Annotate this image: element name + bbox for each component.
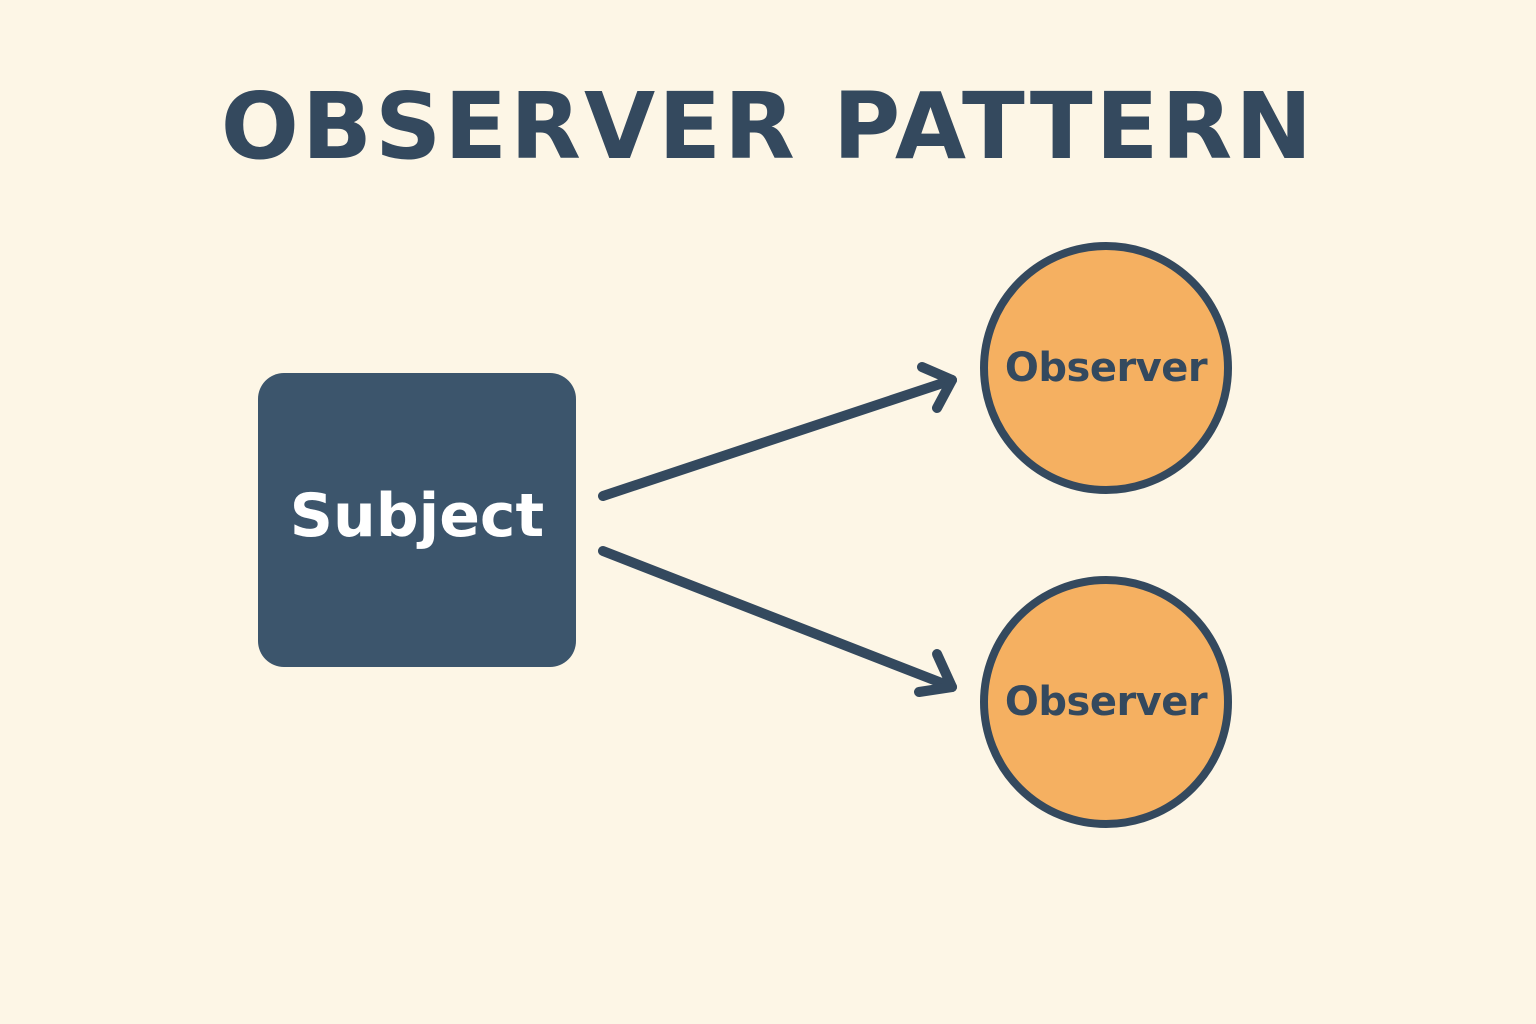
diagram-title: OBSERVER PATTERN (220, 73, 1316, 180)
arrow-shaft (598, 546, 957, 692)
observer-label: Observer (1004, 679, 1208, 725)
arrow-subject-to-observer-2 (598, 546, 957, 697)
arrow-right-icon (914, 649, 957, 697)
arrow-right-icon (917, 362, 957, 413)
observer-node: Observer (980, 576, 1232, 828)
observer-label: Observer (1004, 345, 1208, 391)
observer-node: Observer (980, 242, 1232, 494)
arrow-subject-to-observer-1 (598, 362, 957, 501)
arrow-shaft (598, 375, 957, 501)
subject-node: Subject (258, 373, 576, 667)
subject-label: Subject (289, 481, 545, 551)
